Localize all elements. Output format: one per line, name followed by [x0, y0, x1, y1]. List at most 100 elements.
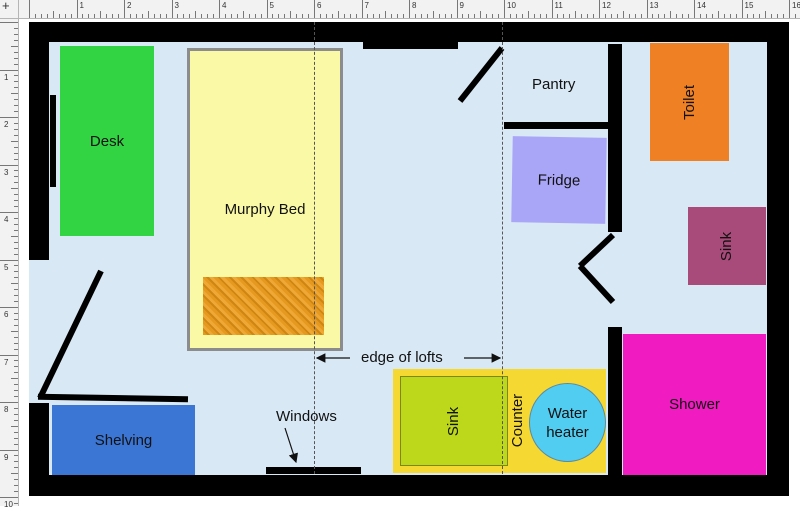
outer-wall-top — [29, 22, 789, 42]
pantry-door[interactable] — [457, 46, 505, 103]
ruler-tick — [581, 14, 583, 18]
ruler-tick — [14, 111, 18, 113]
ruler-tick — [177, 14, 179, 18]
ruler-tick — [14, 461, 18, 463]
ruler-tick — [337, 11, 339, 18]
ruler-tick — [0, 354, 18, 356]
shower[interactable]: Shower — [623, 334, 766, 475]
ruler-tick — [308, 14, 310, 18]
ruler-tick — [14, 217, 18, 219]
ruler-tick — [397, 14, 399, 18]
ruler-tick — [11, 235, 18, 237]
ruler-tick — [414, 14, 416, 18]
murphy-bed-label: Murphy Bed — [224, 201, 306, 218]
ruler-tick — [343, 14, 345, 18]
ruler-number: 5 — [269, 1, 274, 10]
ruler-tick — [373, 14, 375, 18]
ruler-tick — [0, 449, 18, 451]
toilet[interactable]: Toilet — [650, 43, 729, 161]
ruler-tick — [640, 14, 642, 18]
kitchen-sink[interactable]: Sink — [400, 376, 508, 466]
ruler-tick — [688, 14, 690, 18]
ruler-tick — [432, 11, 434, 18]
loft-edge-left — [314, 22, 315, 474]
ruler-number: 7 — [4, 357, 9, 367]
ruler-tick — [14, 99, 18, 101]
ruler-tick — [14, 75, 18, 77]
water-heater[interactable]: Water heater — [529, 383, 606, 462]
ruler-tick — [331, 14, 333, 18]
bathroom-door-lower[interactable] — [577, 263, 616, 305]
ruler-number: 5 — [4, 262, 9, 272]
ruler-tick — [0, 22, 18, 23]
entry-door[interactable] — [37, 269, 104, 400]
ruler-tick — [14, 277, 18, 279]
loft-edge-right — [502, 22, 503, 474]
ruler-number: 14 — [697, 1, 706, 10]
ruler-tick — [753, 14, 755, 18]
ruler-tick — [14, 265, 18, 267]
ruler-tick — [14, 479, 18, 481]
ruler-tick — [729, 14, 731, 18]
ruler-number: 2 — [127, 1, 132, 10]
ruler-tick — [783, 14, 785, 18]
ruler-tick — [94, 14, 96, 18]
ruler-tick — [545, 14, 547, 18]
ruler-tick — [14, 396, 18, 398]
ruler-tick — [242, 11, 244, 18]
shelving[interactable]: Shelving — [52, 405, 195, 475]
ruler-tick — [14, 146, 18, 148]
ruler-tick — [248, 14, 250, 18]
ruler-tick — [658, 14, 660, 18]
ruler-tick — [527, 11, 529, 18]
ruler-tick — [599, 0, 600, 18]
ruler-number: 9 — [4, 452, 9, 462]
ruler-tick — [634, 14, 636, 18]
ruler-tick — [628, 14, 630, 18]
ruler-tick — [14, 431, 18, 433]
ruler-tick — [14, 39, 18, 41]
ruler-tick — [106, 14, 108, 18]
ruler-tick — [14, 229, 18, 231]
ruler-number: 8 — [4, 405, 9, 414]
ruler-tick — [29, 0, 30, 18]
ruler-tick — [129, 14, 131, 18]
ruler-tick — [11, 473, 18, 475]
ruler-tick — [147, 11, 149, 18]
ruler-tick — [14, 247, 18, 249]
desk[interactable]: Desk — [60, 46, 154, 236]
ruler-tick — [515, 14, 517, 18]
ruler-tick — [0, 307, 18, 308]
ruler-tick — [260, 14, 262, 18]
ruler-tick — [694, 0, 695, 18]
ruler-tick — [11, 283, 18, 285]
bathroom-sink[interactable]: Sink — [688, 207, 766, 285]
ruler-tick — [361, 0, 363, 18]
ruler-tick — [711, 14, 713, 18]
ruler-tick — [14, 200, 18, 202]
bathroom-door-upper[interactable] — [577, 232, 616, 269]
ruler-tick — [14, 437, 18, 439]
ruler-tick — [58, 14, 60, 18]
ruler-tick — [254, 14, 256, 18]
ruler-tick — [319, 14, 321, 18]
ruler-tick — [14, 105, 18, 107]
ruler-number: 3 — [174, 1, 179, 10]
ruler-tick — [747, 14, 749, 18]
ruler-tick — [272, 14, 274, 18]
ruler-tick — [14, 271, 18, 273]
ruler-number: 4 — [222, 1, 227, 10]
ruler-tick — [533, 14, 535, 18]
ruler-tick — [539, 14, 541, 18]
ruler-tick — [765, 11, 767, 18]
ruler-tick — [563, 14, 565, 18]
desk-window-frame — [50, 95, 56, 187]
ruler-tick — [14, 134, 18, 136]
ruler-tick — [14, 87, 18, 89]
ruler-tick — [195, 11, 197, 18]
ruler-tick — [14, 128, 18, 130]
ruler-tick — [46, 14, 48, 18]
ruler-tick — [34, 14, 36, 18]
